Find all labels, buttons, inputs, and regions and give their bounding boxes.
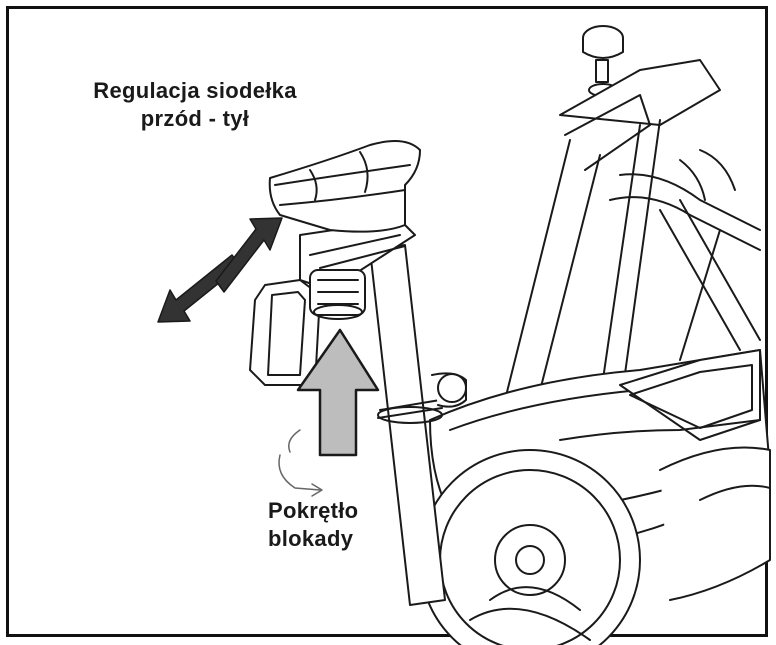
lock-knob-label: Pokrętło blokady — [268, 497, 408, 553]
rotation-hint — [278, 429, 323, 497]
seat-handle-bracket — [249, 279, 321, 386]
forward-back-arrows — [157, 217, 283, 323]
bike-frame — [499, 59, 761, 431]
lock-knob-label-line2: blokady — [268, 526, 354, 551]
lock-knob — [309, 269, 366, 320]
seat-adjust-label-line2: przód - tył — [140, 106, 250, 131]
seat-adjust-label: Regulacja siodełka przód - tył — [60, 77, 330, 133]
seat-adjust-label-line1: Regulacja siodełka — [93, 78, 297, 103]
lock-knob-label-line1: Pokrętło — [268, 498, 359, 523]
saddle — [268, 140, 421, 233]
lock-knob-pointer-arrow — [296, 328, 380, 457]
rear-housing — [659, 446, 771, 601]
